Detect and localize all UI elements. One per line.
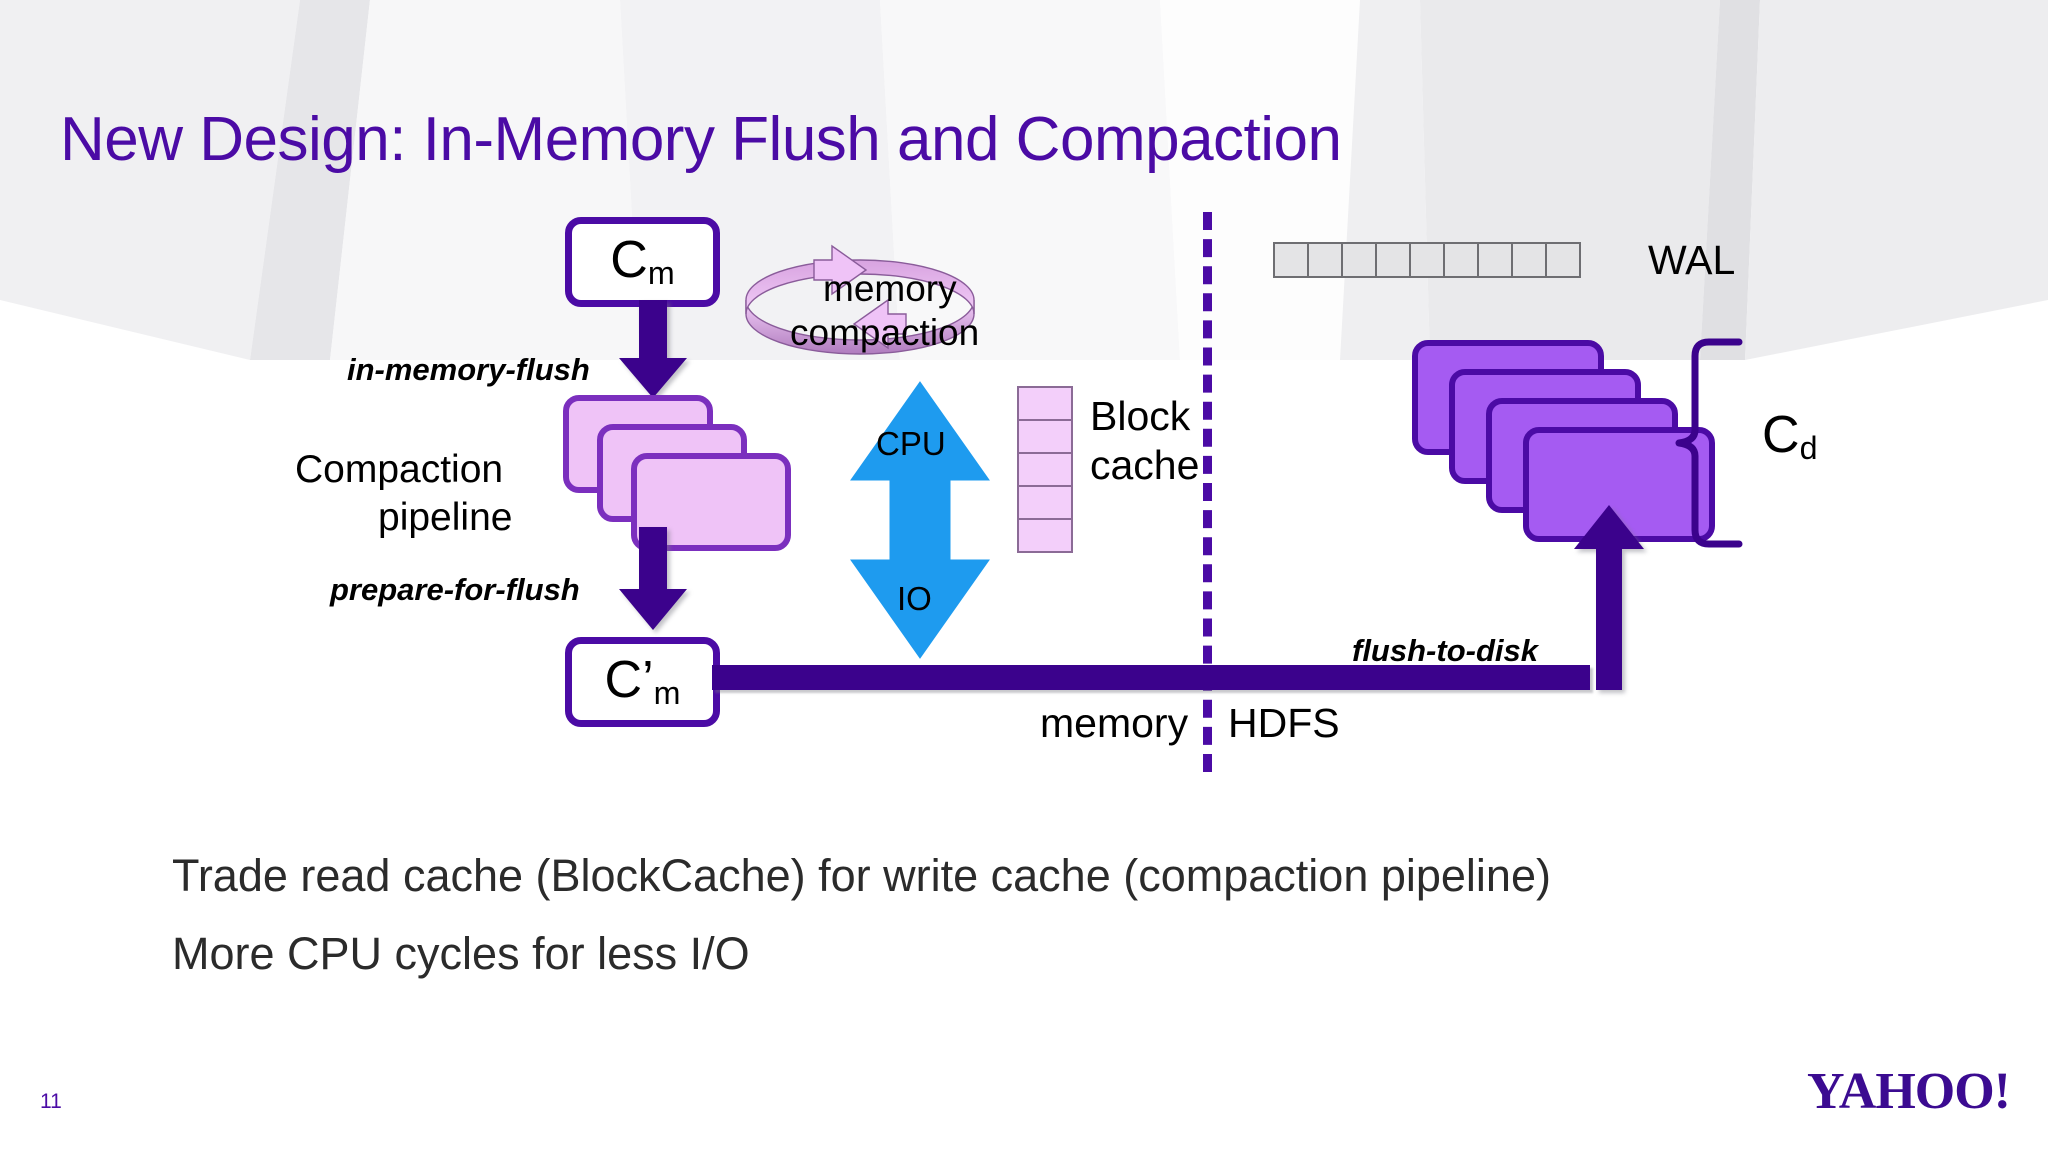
cd-label: Cd (1762, 406, 1818, 467)
cm-prime-box: C’m (565, 637, 720, 727)
page-number: 11 (40, 1090, 62, 1113)
wal-label: WAL (1648, 237, 1736, 283)
wal-cell (1443, 242, 1479, 278)
hdfs-boundary-label: HDFS (1228, 700, 1340, 746)
block-cache-cell (1017, 485, 1073, 520)
cm-box-label: Cm (610, 231, 675, 292)
yahoo-logo: YAHOO! (1807, 1063, 2011, 1120)
wal-cell (1511, 242, 1547, 278)
bullet-line-1: Trade read cache (BlockCache) for write … (172, 850, 1551, 901)
compaction-pipeline-label-line2: pipeline (378, 496, 513, 539)
memory-compaction-cycle (740, 244, 980, 363)
cm-box: Cm (565, 217, 720, 307)
cd-brace-svg (1675, 338, 1743, 548)
in-memory-flush-label: in-memory-flush (347, 352, 590, 387)
prepare-for-flush-label: prepare-for-flush (330, 572, 580, 607)
block-cache-cell (1017, 518, 1073, 553)
io-label: IO (897, 580, 932, 617)
cpu-io-double-arrow (845, 380, 995, 660)
wal-cell (1409, 242, 1445, 278)
cpu-io-arrow-svg (850, 381, 990, 659)
memory-compaction-label-line2: compaction (790, 312, 980, 353)
watermark-facets-svg (0, 0, 2048, 360)
flush-to-disk-bus-horizontal (712, 665, 1590, 690)
in-memory-flush-arrow (613, 300, 693, 400)
pipeline-card-3 (631, 453, 791, 551)
cm-prime-box-label: C’m (604, 651, 681, 712)
memory-hdfs-divider (1203, 212, 1212, 772)
memory-boundary-label: memory (1040, 700, 1189, 746)
block-cache-cell (1017, 419, 1073, 454)
flush-to-disk-arrow-up (1566, 505, 1652, 690)
block-cache-label-line1: Block (1090, 393, 1191, 439)
wal-cells (1273, 242, 1581, 278)
wal-cell (1341, 242, 1377, 278)
flush-to-disk-label: flush-to-disk (1352, 633, 1538, 668)
wal-cell (1375, 242, 1411, 278)
block-cache-cells (1017, 386, 1073, 553)
prepare-for-flush-arrow (613, 527, 693, 632)
block-cache-cell (1017, 452, 1073, 487)
cd-brace (1669, 338, 1749, 548)
wal-cell (1477, 242, 1513, 278)
wal-cell (1273, 242, 1309, 278)
wal-cell (1307, 242, 1343, 278)
block-cache-label-line2: cache (1090, 442, 1200, 488)
page-title: New Design: In-Memory Flush and Compacti… (60, 105, 1342, 174)
bullet-line-2: More CPU cycles for less I/O (172, 928, 750, 979)
wal-cell (1545, 242, 1581, 278)
block-cache-cell (1017, 386, 1073, 421)
cpu-label: CPU (876, 425, 946, 462)
memory-compaction-label-line1: memory (823, 268, 957, 309)
memory-compaction-arrow-svg (745, 244, 975, 355)
compaction-pipeline-label-line1: Compaction (295, 448, 504, 491)
